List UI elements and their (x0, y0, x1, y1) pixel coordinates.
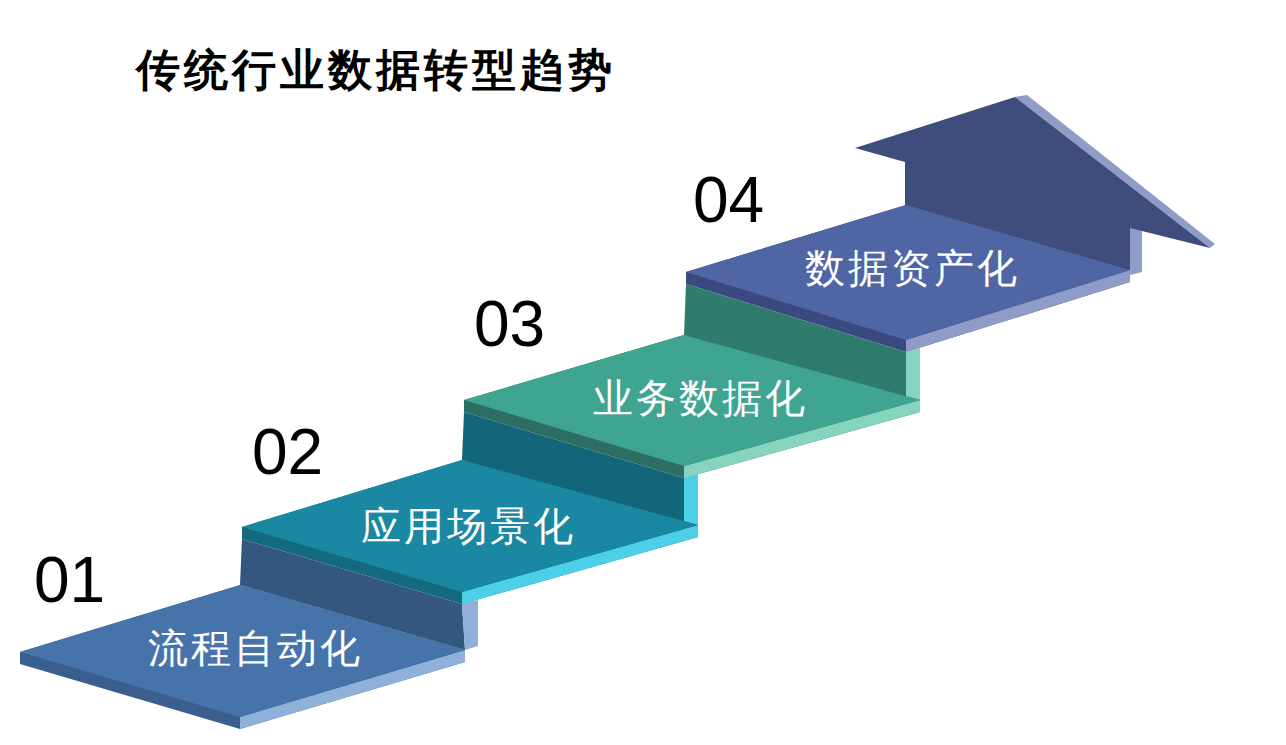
step-label: 数据资产化 (805, 244, 1020, 292)
step-label-box: 数据资产化 (797, 240, 1028, 296)
callout-number: 03 (474, 292, 545, 356)
step-label: 业务数据化 (593, 374, 808, 422)
step-label-box: 业务数据化 (585, 370, 816, 426)
callout-number: 02 (252, 420, 323, 484)
step-edge (462, 600, 478, 650)
step-label-box: 应用场景化 (353, 498, 584, 554)
callout-number: 01 (34, 548, 105, 612)
arrow-edge (1130, 226, 1142, 275)
callout-number: 04 (693, 168, 764, 232)
step-label: 流程自动化 (148, 624, 363, 672)
step-label: 应用场景化 (361, 502, 576, 550)
diagram-title: 传统行业数据转型趋势 (136, 44, 616, 97)
step-label-box: 流程自动化 (140, 620, 371, 676)
